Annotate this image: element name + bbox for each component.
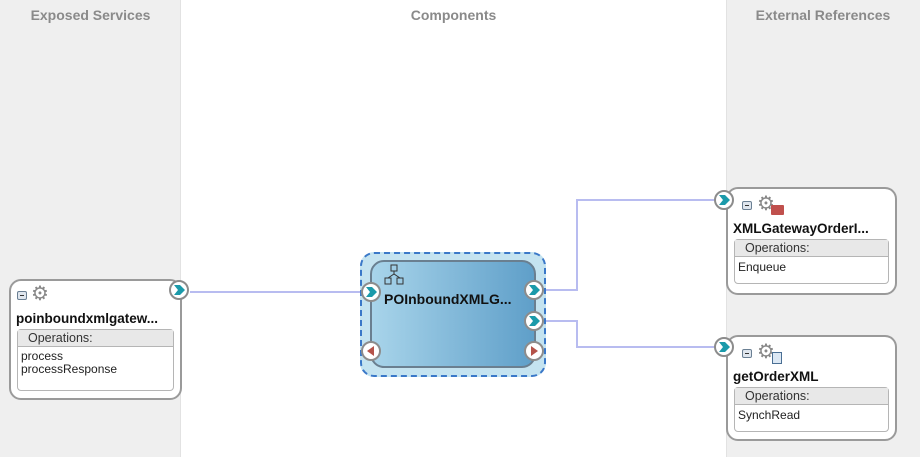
service-port-icon[interactable] bbox=[169, 280, 189, 300]
wire-component-to-xmlgateway bbox=[545, 199, 715, 291]
aq-adapter-gear-icon: ⚙ bbox=[757, 193, 775, 215]
operations-label: Operations: bbox=[18, 330, 173, 347]
reference-port-icon[interactable] bbox=[714, 337, 734, 357]
file-adapter-badge-icon bbox=[772, 352, 782, 364]
exposed-services-header: Exposed Services bbox=[30, 7, 151, 23]
reference-name: XMLGatewayOrderI... bbox=[733, 221, 869, 236]
operations-label: Operations: bbox=[735, 388, 888, 405]
operations-label: Operations: bbox=[735, 240, 888, 257]
external-references-header: External References bbox=[755, 7, 891, 23]
mediator-icon bbox=[384, 264, 404, 285]
reference-name: getOrderXML bbox=[733, 369, 819, 384]
reference-card-getorderxml[interactable]: ⚙ getOrderXML Operations: SynchRead bbox=[726, 335, 897, 441]
operations-box: Operations: process processResponse bbox=[17, 329, 174, 391]
operations-box: Operations: SynchRead bbox=[734, 387, 889, 432]
file-adapter-gear-icon: ⚙ bbox=[757, 341, 775, 363]
components-header: Components bbox=[410, 7, 497, 23]
operation-item[interactable]: processResponse bbox=[21, 362, 118, 376]
component-callback-in-icon[interactable] bbox=[361, 341, 381, 361]
web-service-gear-icon: ⚙ bbox=[31, 283, 49, 305]
operation-item[interactable]: process bbox=[21, 349, 64, 363]
service-name: poinboundxmlgatew... bbox=[16, 311, 158, 326]
wire-component-to-getorderxml bbox=[545, 320, 715, 348]
collapse-icon[interactable] bbox=[742, 201, 752, 210]
component-reference-port-icon[interactable] bbox=[524, 280, 544, 300]
operation-item[interactable]: Enqueue bbox=[738, 260, 787, 274]
collapse-icon[interactable] bbox=[742, 349, 752, 358]
component-service-port-icon[interactable] bbox=[361, 282, 381, 302]
reference-card-xmlgateway[interactable]: ⚙ XMLGatewayOrderI... Operations: Enqueu… bbox=[726, 187, 897, 295]
component-reference-port-icon[interactable] bbox=[524, 311, 544, 331]
component-name: POInboundXMLG... bbox=[384, 291, 512, 307]
collapse-icon[interactable] bbox=[17, 291, 27, 300]
operations-box: Operations: Enqueue bbox=[734, 239, 889, 284]
operation-item[interactable]: SynchRead bbox=[738, 408, 801, 422]
aq-adapter-badge-icon bbox=[771, 205, 784, 215]
service-card[interactable]: ⚙ poinboundxmlgatew... Operations: proce… bbox=[9, 279, 182, 400]
component-callback-out-icon[interactable] bbox=[524, 341, 544, 361]
reference-port-icon[interactable] bbox=[714, 190, 734, 210]
